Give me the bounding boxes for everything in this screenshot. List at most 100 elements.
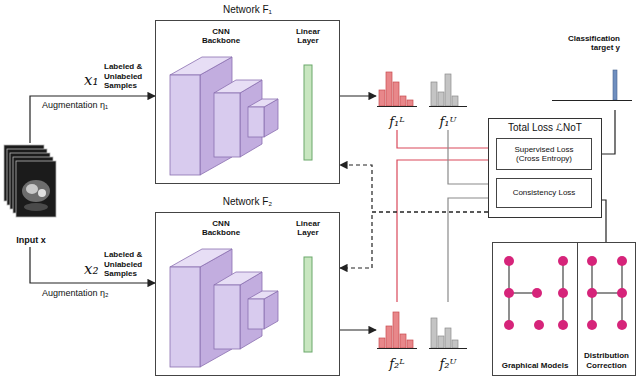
cnn-layer-front: [214, 93, 240, 157]
total-loss-title: Total Loss ℒNoT: [489, 122, 601, 134]
histogram-bar: [431, 318, 437, 348]
sample-symbol: x₂: [84, 261, 98, 278]
graph-figure: [578, 243, 635, 347]
linear-layer-figure: [282, 217, 334, 367]
mri-stack: [2, 143, 60, 225]
output-histogram: f₂ᴸ: [376, 302, 418, 372]
connector: [397, 130, 496, 148]
connector: [30, 96, 155, 143]
cnn-backbone-figure: [162, 25, 280, 179]
histogram: [376, 60, 418, 108]
connector: [340, 95, 376, 96]
graph-vertex: [534, 320, 544, 330]
graph-vertex: [617, 256, 627, 266]
classification-target: Classification target y: [548, 34, 634, 110]
network-title: Network F₂: [156, 196, 339, 208]
cnn-layer-front: [248, 299, 264, 329]
connector: [397, 160, 496, 302]
linear-layer-bar: [304, 257, 312, 352]
graph-vertex: [504, 256, 514, 266]
histogram-axis: [429, 106, 467, 107]
loss-term-label: Consistency Loss: [513, 188, 576, 198]
histogram-bar: [379, 90, 385, 106]
graph-vertex: [617, 320, 627, 330]
correction-panel: Graphical Models: [492, 242, 578, 376]
target-plot: [548, 34, 634, 110]
graph-vertex: [558, 288, 568, 298]
mri-tissue: [22, 180, 50, 202]
target-label: Classification target y: [550, 34, 620, 52]
histogram-axis: [429, 348, 467, 349]
graph-vertex: [587, 320, 597, 330]
linear-label: Linear Layer: [288, 219, 328, 237]
graph-vertex: [558, 256, 568, 266]
cnn-layer-top: [214, 80, 262, 93]
cnn-layer-top: [248, 99, 278, 107]
total-loss-box: Total Loss ℒNoT Supervised Loss (Cross En…: [488, 118, 602, 218]
graph-vertex: [587, 256, 597, 266]
cnn-backbone: CNN Backbone: [162, 217, 280, 371]
output-histogram: f₁ᵁ: [428, 60, 468, 130]
connector: [340, 329, 376, 330]
linear-layer: Linear Layer: [282, 25, 334, 175]
sample-note: Labeled & Unlabeled Samples: [104, 250, 154, 279]
cnn-layer-front: [248, 107, 264, 137]
histogram-bar: [386, 326, 392, 348]
histogram: [428, 302, 468, 350]
loss-term-box: Supervised Loss (Cross Entropy): [496, 138, 592, 170]
panel-label: Graphical Models: [493, 361, 577, 371]
network-box: Network F₁CNN BackboneLinear Layer: [155, 20, 340, 184]
correction-panel: Distribution Correction: [577, 242, 636, 376]
linear-layer: Linear Layer: [282, 217, 334, 367]
output-histogram: f₂ᵁ: [428, 302, 468, 372]
panel-label: Distribution Correction: [578, 351, 635, 370]
histogram: [376, 302, 418, 350]
loss-term-box: Consistency Loss: [496, 178, 592, 208]
histogram-bar: [445, 74, 451, 106]
graph-vertex: [532, 288, 542, 298]
histogram-bar: [438, 336, 444, 348]
input-image: Input x: [2, 143, 60, 247]
histogram-axis: [377, 106, 417, 107]
graph-vertex: [504, 288, 514, 298]
mri-slice: [16, 161, 56, 217]
cnn-layer-front: [214, 285, 240, 349]
graph-vertex: [504, 320, 514, 330]
graph-vertex: [558, 320, 568, 330]
connector: [340, 212, 488, 268]
cnn-layer-top: [248, 291, 278, 299]
graph-vertex: [587, 288, 597, 298]
histogram-bar: [452, 340, 458, 348]
network-box: Network F₂CNN BackboneLinear Layer: [155, 212, 340, 376]
sample-symbol: x₁: [84, 72, 98, 89]
sample-note: Labeled & Unlabeled Samples: [104, 62, 154, 91]
linear-layer-figure: [282, 25, 334, 175]
histogram-bar: [445, 328, 451, 348]
edge-label: Augmentation η₁: [42, 100, 108, 111]
cnn-layer-top: [170, 249, 232, 267]
histogram-bar: [438, 92, 444, 106]
output-symbol: f₂ᴸ: [376, 356, 418, 372]
cnn-layer-top: [214, 272, 262, 285]
network-title: Network F₁: [156, 4, 339, 16]
mri-tissue: [38, 189, 46, 197]
target-axis: [552, 100, 632, 101]
linear-label: Linear Layer: [288, 27, 328, 45]
histogram-bar: [379, 338, 385, 348]
histogram-bar: [431, 82, 437, 106]
histogram-bar: [400, 334, 406, 348]
graph-figure: [493, 243, 577, 347]
mri-tissue: [24, 203, 48, 211]
backbone-label: CNN Backbone: [195, 219, 247, 237]
output-symbol: f₁ᵁ: [428, 114, 468, 130]
histogram-bar: [393, 82, 399, 106]
backbone-label: CNN Backbone: [195, 27, 247, 45]
connector: [340, 165, 488, 212]
cnn-layer-front: [170, 75, 200, 175]
mri-tissue: [26, 184, 38, 194]
histogram-bar: [407, 340, 413, 348]
output-symbol: f₂ᵁ: [428, 356, 468, 372]
histogram: [428, 60, 468, 108]
output-histogram: f₁ᴸ: [376, 60, 418, 130]
